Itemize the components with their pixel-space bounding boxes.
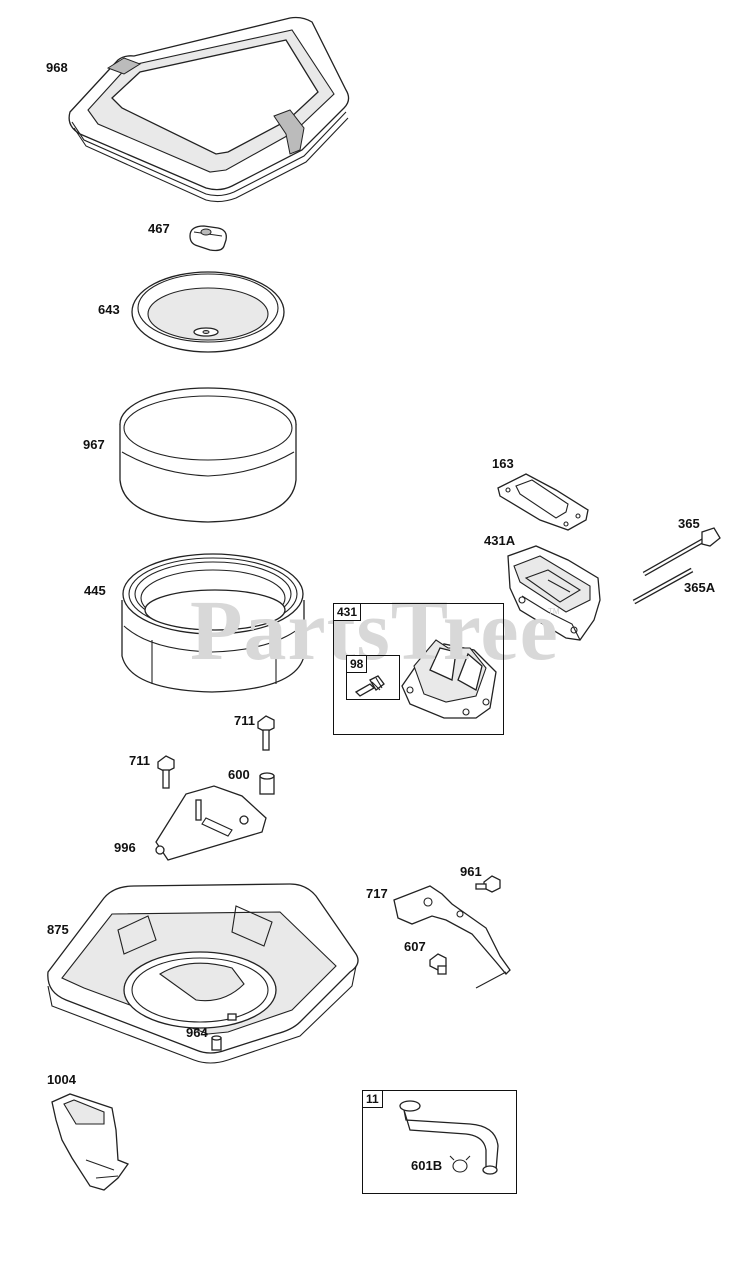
part-717-bracket-drawing	[393, 885, 511, 989]
label-365: 365	[678, 516, 700, 531]
label-964: 964	[186, 1025, 208, 1040]
part-967-band-drawing	[119, 387, 297, 523]
part-607-screw-drawing	[429, 953, 447, 975]
watermark-tm: TM	[548, 607, 560, 616]
part-601B-clamp-drawing	[449, 1155, 471, 1173]
label-600: 600	[228, 767, 250, 782]
part-431-bracket-drawing	[401, 639, 497, 719]
kit-431-frame	[333, 603, 504, 735]
kit-98-frame	[346, 655, 400, 700]
label-98: 98	[346, 655, 368, 673]
part-467-knob-drawing	[189, 225, 227, 252]
label-1004: 1004	[47, 1072, 76, 1087]
part-643-cup-drawing	[131, 271, 285, 353]
label-163: 163	[492, 456, 514, 471]
part-964-plug-drawing	[211, 1035, 222, 1051]
label-365A: 365A	[684, 580, 716, 595]
part-445-filter-drawing	[121, 553, 305, 693]
label-11: 11	[362, 1090, 383, 1108]
label-607: 607	[404, 939, 426, 954]
kit-11-frame	[362, 1090, 517, 1194]
label-467: 467	[148, 221, 170, 236]
part-711-bolt-upper-drawing	[257, 715, 275, 751]
label-431: 431	[333, 603, 362, 621]
part-431A-adapter-drawing	[507, 545, 601, 641]
part-365A-stud-drawing	[632, 567, 694, 605]
label-961: 961	[460, 864, 482, 879]
label-875: 875	[47, 922, 69, 937]
label-711-lower: 711	[129, 753, 150, 768]
part-996-plate-drawing	[155, 785, 267, 861]
label-601B: 601B	[411, 1158, 443, 1173]
part-711-bolt-lower-drawing	[157, 755, 175, 789]
part-365-bolt-drawing	[642, 527, 721, 577]
label-431A: 431A	[484, 533, 516, 548]
label-711-upper: 711	[234, 713, 255, 728]
label-643: 643	[98, 302, 120, 317]
part-961-bolt-drawing	[475, 875, 501, 893]
part-98-screw-drawing	[354, 675, 385, 697]
label-968: 968	[46, 60, 68, 75]
part-1004-duct-drawing	[51, 1093, 130, 1191]
label-996: 996	[114, 840, 136, 855]
part-163-gasket-drawing	[497, 473, 589, 531]
label-717: 717	[366, 886, 388, 901]
part-875-base-drawing	[47, 883, 359, 1064]
label-445: 445	[84, 583, 106, 598]
part-600-spacer-drawing	[259, 772, 275, 795]
part-968-cover-drawing	[68, 16, 350, 203]
label-967: 967	[83, 437, 105, 452]
part-11-tube-drawing	[399, 1100, 499, 1175]
